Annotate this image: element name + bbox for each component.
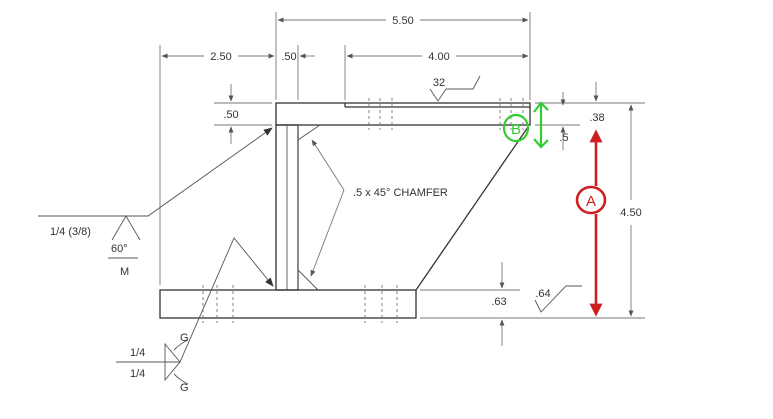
annotation-b: B <box>502 101 549 149</box>
dim-top-50-label: .50 <box>223 109 238 121</box>
chamfer-note: .5 x 45° CHAMFER <box>310 139 448 277</box>
dim-overall-width: 5.50 <box>277 15 529 27</box>
dim-top-plate-thickness: .50 <box>223 84 239 144</box>
chamfer-label: .5 x 45° CHAMFER <box>353 187 448 199</box>
weld-left-size: 1/4 (3/8) <box>50 226 91 238</box>
weld-bottom-finish-lower: G <box>180 382 189 394</box>
finish-top-label: 32 <box>433 77 445 89</box>
dim-5-label: .5 <box>559 132 568 144</box>
dim-right-step: .5 <box>559 92 569 150</box>
base-plate <box>159 289 417 319</box>
top-plate <box>275 102 531 126</box>
weld-bottom-upper-size: 1/4 <box>130 347 145 359</box>
dim-38-label: .38 <box>589 112 604 124</box>
gusset-diagonal <box>415 126 529 291</box>
finish-base-label: .64 <box>535 288 550 300</box>
dim-web-thickness: .50 <box>281 51 315 63</box>
annotation-b-label: B <box>511 121 521 138</box>
extension-lines <box>159 12 645 319</box>
dim-4-00-label: 4.00 <box>428 51 449 63</box>
dim-top-right-length: 4.00 <box>346 51 529 63</box>
annotation-a-label: A <box>586 193 596 210</box>
part-outline <box>159 102 531 319</box>
dim-2-50-label: 2.50 <box>210 51 231 63</box>
finish-mark-base: .64 <box>534 285 582 313</box>
weld-symbol-bottom: 1/4 1/4 G G <box>116 237 274 394</box>
dim-63-label: .63 <box>491 296 506 308</box>
weld-left-process: M <box>120 266 129 278</box>
dim-web-50-label: .50 <box>281 51 296 63</box>
weld-bottom-finish-upper: G <box>180 332 189 344</box>
weld-left-angle: 60° <box>111 243 128 255</box>
dim-base-thickness: .63 <box>491 262 507 346</box>
dim-right-top-thickness: .38 <box>589 82 605 124</box>
weld-symbol-left: 1/4 (3/8) 60° M <box>38 127 273 278</box>
annotation-a: A <box>575 129 607 317</box>
dim-4-50-label: 4.50 <box>620 207 641 219</box>
dim-left-overhang: 2.50 <box>161 51 275 63</box>
dim-overall-height: 4.50 <box>620 104 642 317</box>
finish-mark-top: 32 <box>429 75 481 102</box>
dim-5-50-label: 5.50 <box>392 15 413 27</box>
hole-marks <box>202 98 524 323</box>
weld-bottom-lower-size: 1/4 <box>130 368 145 380</box>
